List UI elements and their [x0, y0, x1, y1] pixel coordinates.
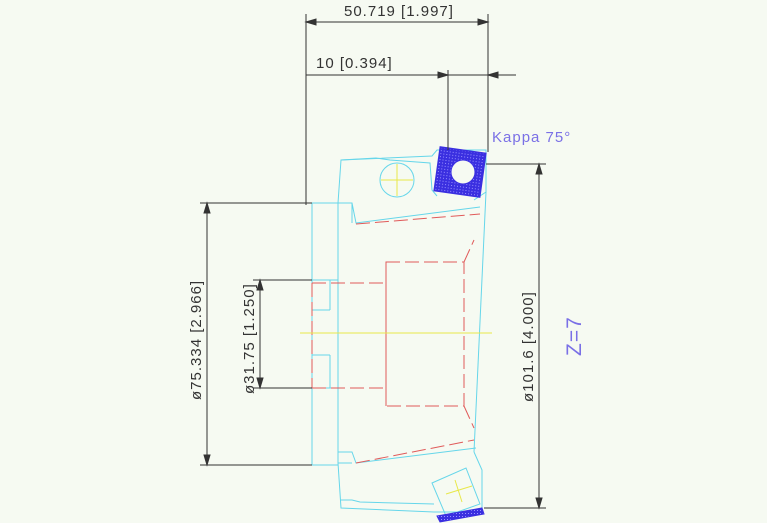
- pilot-diameter-label: ø31.75 [1.250]: [241, 283, 258, 394]
- overall-width-label: 50.719 [1.997]: [344, 3, 454, 20]
- insert-offset-label: 10 [0.394]: [316, 55, 393, 72]
- bottom-insert-edge: [436, 507, 485, 523]
- hidden-lines: [311, 213, 481, 464]
- bore-diameter-label: ø75.334 [2.966]: [188, 280, 205, 400]
- kappa-angle-label: Kappa 75°: [492, 129, 571, 146]
- top-insert: [433, 146, 487, 198]
- dimension-lines: [200, 14, 546, 510]
- cutter-diameter-label: ø101.6 [4.000]: [520, 291, 537, 402]
- teeth-count-label: Z=7: [563, 316, 586, 356]
